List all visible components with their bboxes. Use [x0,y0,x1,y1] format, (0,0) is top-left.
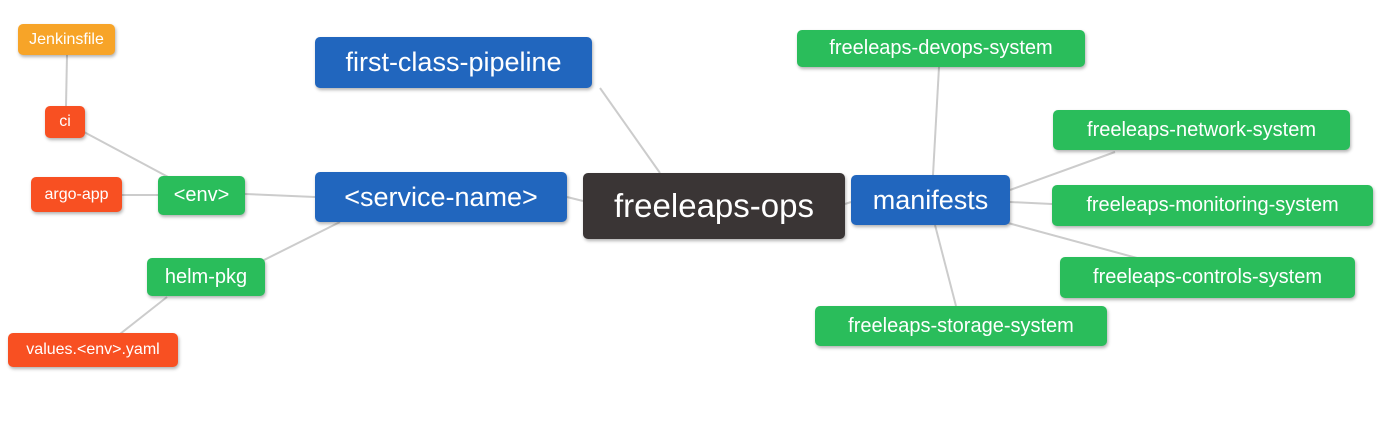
edge-manifests--freeleaps-controls-system [1007,222,1138,259]
edge-jenkinsfile--ci [65,54,68,107]
node-freeleaps-monitoring-system[interactable]: freeleaps-monitoring-system [1052,185,1373,226]
node-argo-app[interactable]: argo-app [31,177,122,212]
node-manifests[interactable]: manifests [851,175,1010,225]
node-freeleaps-controls-system[interactable]: freeleaps-controls-system [1060,257,1355,298]
node-jenkinsfile[interactable]: Jenkinsfile [18,24,115,55]
node-helm-pkg[interactable]: helm-pkg [147,258,265,296]
node-freeleaps-storage-system[interactable]: freeleaps-storage-system [815,306,1107,346]
edge-env--service-name [244,193,316,198]
node-first-class-pipeline[interactable]: first-class-pipeline [315,37,592,88]
edge-service-name--freeleaps-ops [566,196,584,202]
node-env[interactable]: <env> [158,176,245,215]
edge-manifests--freeleaps-monitoring-system [1009,201,1053,205]
edge-service-name--helm-pkg [263,221,341,261]
edge-manifests--freeleaps-devops-system [932,66,940,176]
edge-first-class-pipeline--freeleaps-ops [599,87,661,174]
edge-helm-pkg--values-env-yaml [119,296,168,335]
edge-manifests--freeleaps-storage-system [934,224,957,307]
node-freeleaps-network-system[interactable]: freeleaps-network-system [1053,110,1350,150]
node-freeleaps-ops[interactable]: freeleaps-ops [583,173,845,239]
node-freeleaps-devops-system[interactable]: freeleaps-devops-system [797,30,1085,67]
node-ci[interactable]: ci [45,106,85,138]
edge-ci--env [83,131,171,179]
node-values-env-yaml[interactable]: values.<env>.yaml [8,333,178,367]
node-service-name[interactable]: <service-name> [315,172,567,222]
